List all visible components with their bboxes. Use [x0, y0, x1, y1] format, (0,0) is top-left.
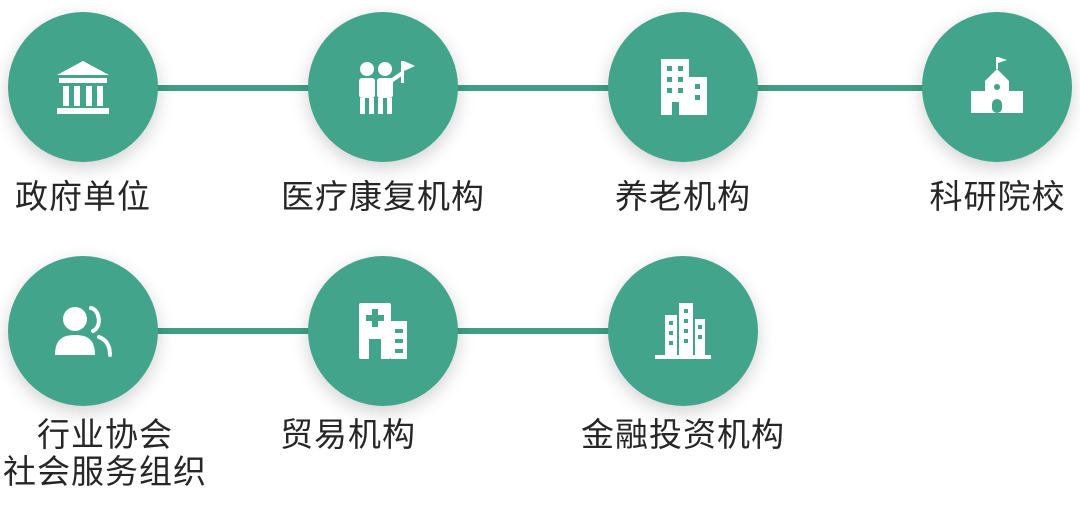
label-elderly-care: 养老机构	[615, 177, 751, 216]
node-trade	[308, 256, 458, 406]
connector-line	[450, 85, 620, 91]
office-building-icon	[661, 59, 707, 115]
people-flag-icon	[359, 61, 415, 114]
node-associations	[8, 256, 158, 406]
label-associations-line1: 行业协会	[37, 415, 173, 454]
government-building-icon	[57, 61, 109, 114]
label-trade: 贸易机构	[280, 415, 416, 454]
node-finance	[608, 256, 758, 406]
connector-line	[450, 328, 620, 334]
connector-line	[150, 85, 320, 91]
node-research	[922, 12, 1072, 162]
hospital-building-icon	[359, 303, 407, 359]
school-icon	[971, 57, 1023, 113]
label-associations-line2: 社会服务组织	[3, 452, 207, 491]
label-government: 政府单位	[15, 177, 151, 216]
city-buildings-icon	[655, 303, 711, 359]
connector-line	[750, 85, 930, 91]
node-elderly-care	[608, 12, 758, 162]
label-medical: 医疗康复机构	[281, 177, 485, 216]
node-medical	[308, 12, 458, 162]
label-research: 科研院校	[929, 177, 1066, 216]
users-icon	[55, 306, 112, 357]
label-finance: 金融投资机构	[581, 415, 785, 454]
node-government	[8, 12, 158, 162]
connector-line	[150, 328, 320, 334]
